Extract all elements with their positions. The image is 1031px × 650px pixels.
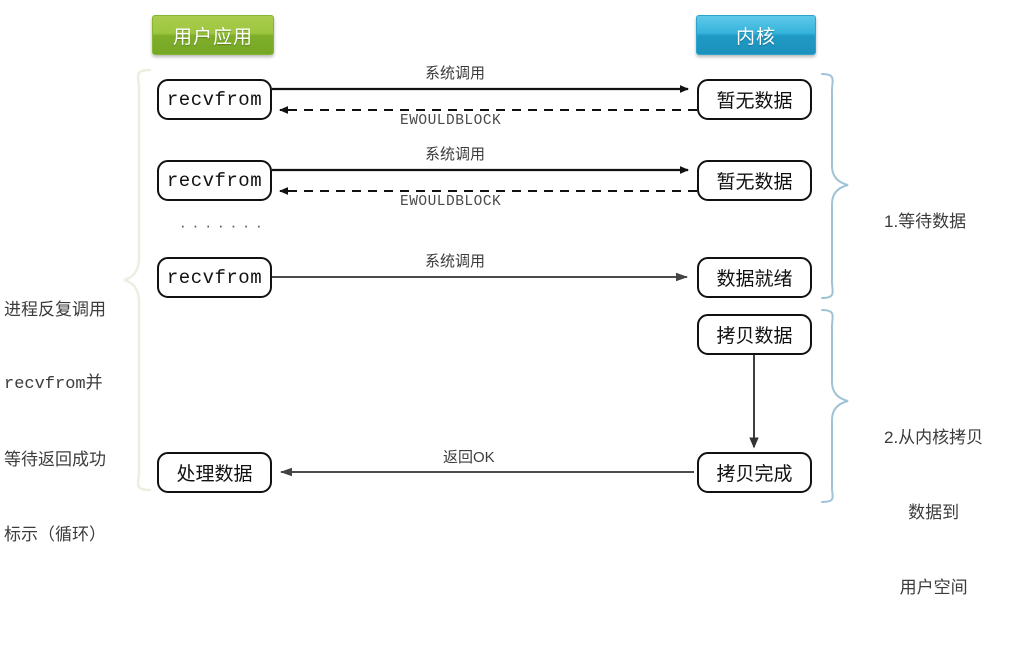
right-annotation-phase-1: 1.等待数据	[884, 159, 966, 284]
node-recvfrom-3[interactable]: recvfrom	[157, 257, 272, 298]
node-no-data-2-label: 暂无数据	[716, 172, 793, 193]
lane-header-kernel: 内核	[696, 15, 816, 55]
node-data-ready[interactable]: 数据就绪	[697, 257, 812, 298]
diagram-canvas: 用户应用 内核 recvfrom recvfrom ······· recvfr…	[4, 15, 983, 597]
phase-2-brace	[821, 309, 849, 503]
left-annotation-line-3: 等待返回成功	[4, 450, 106, 469]
lane-header-user-application: 用户应用	[152, 15, 274, 55]
node-recvfrom-2[interactable]: recvfrom	[157, 160, 272, 201]
node-copy-done-label: 拷贝完成	[716, 464, 793, 485]
node-recvfrom-3-label: recvfrom	[166, 266, 263, 289]
arrow-label-return-ok: 返回OK	[443, 449, 495, 466]
arrow-label-ewouldblock-2: EWOULDBLOCK	[400, 194, 502, 210]
repetition-ellipsis: ·······	[180, 216, 269, 235]
node-recvfrom-2-label: recvfrom	[166, 169, 263, 192]
lane-header-kernel-label: 内核	[735, 26, 776, 48]
right-annotation-phase-1-line-1: 1.等待数据	[884, 212, 967, 231]
right-annotation-phase-2-line-3: 用户空间	[899, 578, 968, 597]
node-process-data[interactable]: 处理数据	[157, 452, 272, 493]
node-data-ready-label: 数据就绪	[716, 269, 793, 290]
left-annotation-line-1: 进程反复调用	[4, 300, 106, 319]
arrow-label-ewouldblock-1: EWOULDBLOCK	[400, 113, 502, 129]
node-copy-data-label: 拷贝数据	[716, 326, 793, 347]
right-annotation-phase-2: 2.从内核拷贝 数据到 用户空间	[884, 375, 983, 650]
lane-header-user-label: 用户应用	[172, 26, 253, 48]
node-no-data-1[interactable]: 暂无数据	[697, 79, 812, 120]
node-recvfrom-1-label: recvfrom	[166, 88, 263, 111]
arrow-label-syscall-1: 系统调用	[425, 65, 486, 82]
right-annotation-phase-2-line-2: 数据到	[908, 503, 960, 522]
arrow-label-syscall-2: 系统调用	[425, 146, 486, 163]
left-annotation-line-4: 标示（循环）	[4, 525, 106, 544]
arrow-label-syscall-3: 系统调用	[425, 253, 486, 270]
node-recvfrom-1[interactable]: recvfrom	[157, 79, 272, 120]
left-annotation: 进程反复调用 recvfrom并 等待返回成功 标示（循环）	[4, 247, 144, 597]
node-process-data-label: 处理数据	[176, 464, 253, 485]
right-annotation-phase-2-line-1: 2.从内核拷贝	[884, 428, 984, 447]
left-annotation-line-2: recvfrom并	[4, 375, 103, 394]
node-copy-data[interactable]: 拷贝数据	[697, 314, 812, 355]
node-no-data-2[interactable]: 暂无数据	[697, 160, 812, 201]
phase-1-brace	[821, 73, 849, 299]
connector-layer	[123, 68, 849, 503]
node-no-data-1-label: 暂无数据	[716, 91, 793, 112]
node-copy-done[interactable]: 拷贝完成	[697, 452, 812, 493]
